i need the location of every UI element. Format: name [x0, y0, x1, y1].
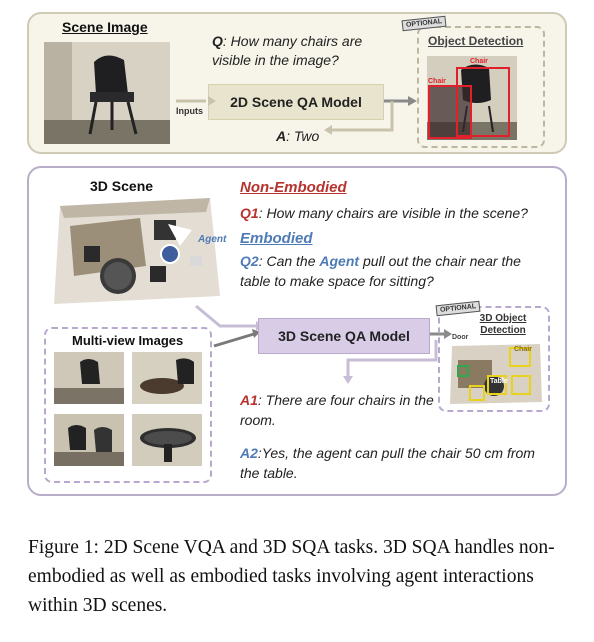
question-2d: Q: How many chairs are visible in the im…	[212, 33, 363, 68]
od-3d-box	[438, 306, 550, 412]
scene-image-photo	[44, 42, 170, 144]
model-3d-box: 3D Scene QA Model	[258, 318, 430, 354]
question-q1: Q1: How many chairs are visible in the s…	[240, 205, 528, 221]
model-2d-box: 2D Scene QA Model	[208, 84, 384, 120]
top-arrows	[176, 96, 417, 135]
embodied-heading: Embodied	[240, 230, 313, 247]
answer-a2: A2:Yes, the agent can pull the chair 50 …	[240, 445, 535, 481]
od-title-3d: 3D Object Detection	[479, 313, 527, 336]
non-embodied-heading: Non-Embodied	[240, 179, 347, 196]
od-photo-2d	[427, 56, 517, 140]
od-chair-label: Chair	[514, 346, 532, 353]
scene-3d-render	[50, 196, 222, 308]
inputs-label: Inputs	[176, 106, 203, 116]
det-label-2: Chair	[470, 58, 488, 65]
answer-2d: A: Two	[276, 128, 320, 144]
od-3d-render	[448, 342, 544, 406]
od-table-label: Table	[490, 378, 508, 385]
od-title-2d: Object Detection	[428, 34, 524, 48]
od-door-label: Door	[452, 334, 469, 341]
multiview-photo-3	[54, 414, 124, 466]
multiview-box	[44, 327, 212, 483]
multiview-photo-4	[132, 414, 202, 466]
figure-caption: Figure 1: 2D Scene VQA and 3D SQA tasks.…	[28, 537, 555, 616]
answer-a1: A1: There are four chairs in the room.	[240, 392, 434, 428]
multiview-title: Multi-view Images	[72, 333, 184, 348]
multiview-photo-2	[132, 352, 202, 404]
scene-3d-title: 3D Scene	[90, 178, 154, 194]
scene-image-title: Scene Image	[62, 19, 148, 35]
question-q2: Q2: Can the Agent pull out the chair nea…	[240, 253, 521, 289]
multiview-photo-1	[54, 352, 124, 404]
agent-icon	[160, 244, 180, 264]
object-detection-box	[417, 26, 545, 148]
agent-label: Agent	[198, 234, 227, 245]
det-label-1: Chair	[428, 78, 446, 85]
